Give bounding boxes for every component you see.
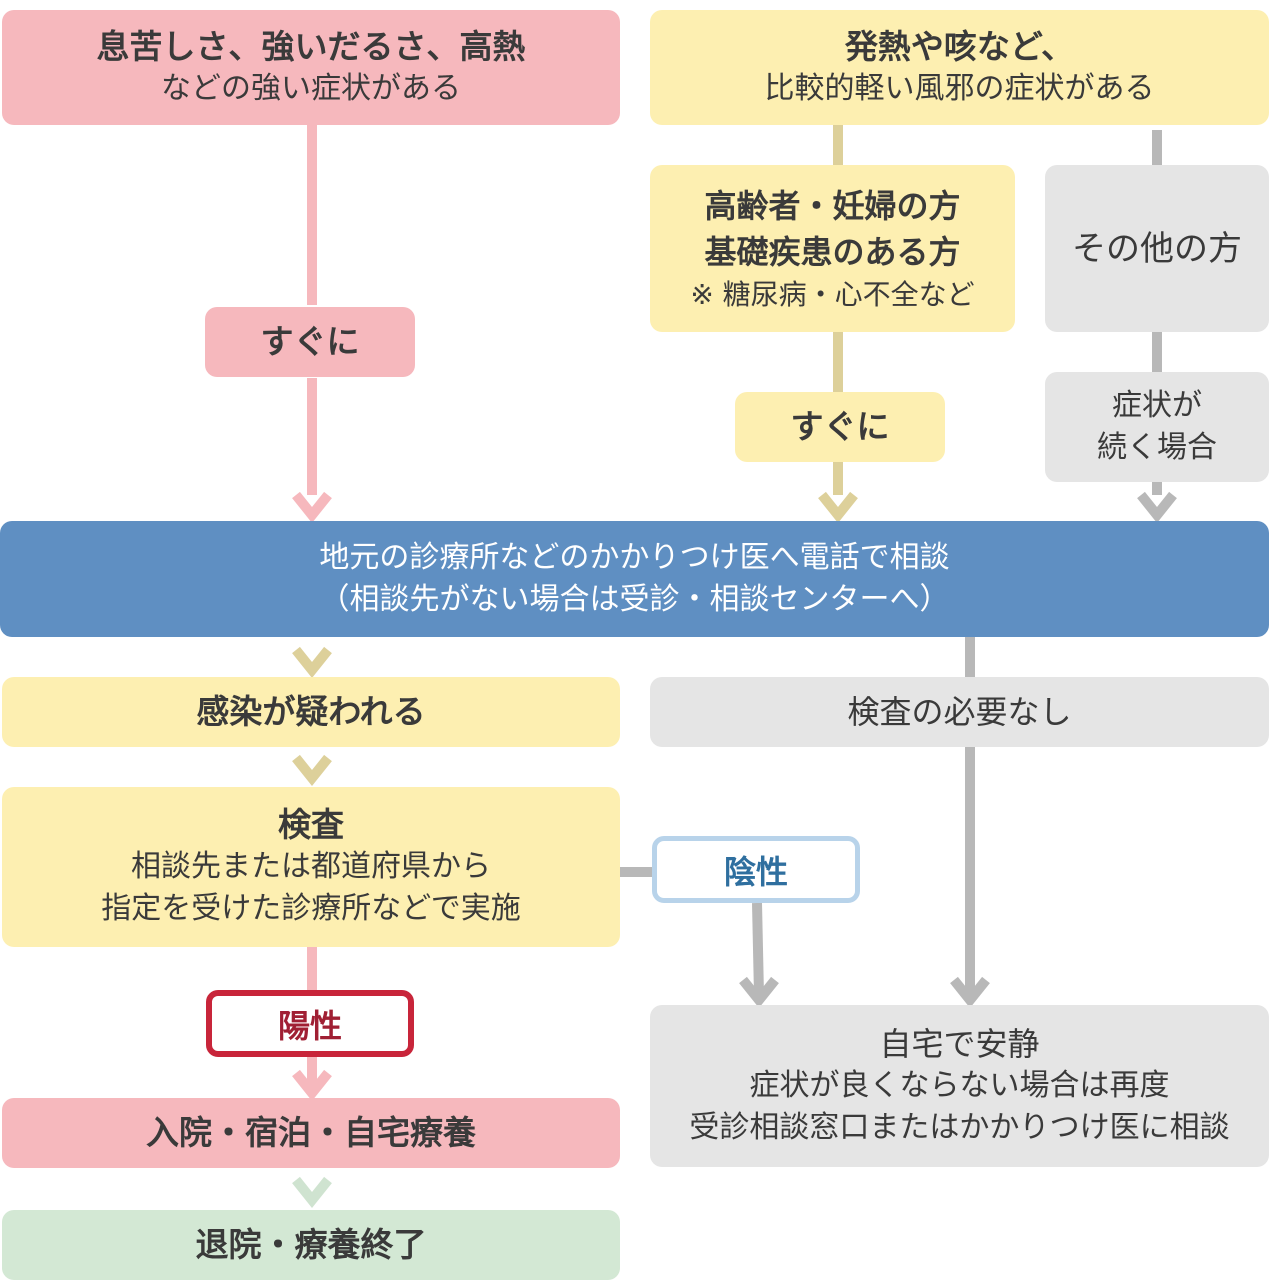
- no-test-needed-box: 検査の必要なし: [650, 677, 1269, 747]
- hospitalization-box: 入院・宿泊・自宅療養: [2, 1098, 620, 1168]
- home-rest-box: 自宅で安静 症状が良くならない場合は再度 受診相談窓口またはかかりつけ医に相談: [650, 1005, 1269, 1167]
- symptoms-continue-box: 症状が 続く場合: [1045, 372, 1269, 482]
- arrow-down-icon: [950, 976, 990, 1009]
- high-risk-line2: 基礎疾患のある方: [704, 232, 961, 271]
- discharge-label: 退院・療養終了: [195, 1225, 427, 1264]
- arrow-down-icon: [292, 646, 332, 679]
- test-title: 検査: [278, 805, 344, 844]
- severe-symptoms-box: 息苦しさ、強いだるさ、高熱 などの強い症状がある: [2, 10, 620, 125]
- positive-tag: 陽性: [206, 990, 414, 1057]
- arrow-down-icon: [292, 1069, 332, 1102]
- discharge-box: 退院・療養終了: [2, 1210, 620, 1280]
- no-test-needed-label: 検査の必要なし: [847, 693, 1072, 731]
- arrow-down-icon: [739, 976, 779, 1009]
- others-label: その他の方: [1072, 228, 1242, 269]
- test-line2: 指定を受けた診療所などで実施: [101, 891, 521, 926]
- high-risk-line1: 高齢者・妊婦の方: [704, 186, 961, 225]
- negative-label: 陰性: [723, 852, 788, 891]
- test-line1: 相談先または都道府県から: [131, 849, 491, 884]
- high-risk-box: 高齢者・妊婦の方 基礎疾患のある方 ※ 糖尿病・心不全など: [650, 165, 1015, 332]
- home-rest-line2: 受診相談窓口またはかかりつけ医に相談: [689, 1110, 1230, 1145]
- connector-negative-to-home: [752, 902, 764, 996]
- symptoms-continue-line1: 症状が: [1112, 388, 1202, 423]
- arrow-down-icon: [818, 491, 858, 524]
- immediately-left-label: すぐに: [260, 322, 360, 361]
- mild-symptoms-subtitle: 比較的軽い風邪の症状がある: [764, 70, 1155, 106]
- severe-symptoms-title: 息苦しさ、強いだるさ、高熱: [96, 26, 526, 66]
- high-risk-note: ※ 糖尿病・心不全など: [690, 277, 975, 311]
- home-rest-title: 自宅で安静: [879, 1025, 1040, 1063]
- immediately-left-tag: すぐに: [205, 307, 415, 377]
- negative-tag: 陰性: [652, 836, 860, 903]
- infection-suspected-label: 感染が疑われる: [196, 692, 426, 731]
- consult-doctor-box: 地元の診療所などのかかりつけ医へ電話で相談 （相談先がない場合は受診・相談センタ…: [0, 521, 1269, 637]
- mild-symptoms-title: 発熱や咳など、: [844, 26, 1075, 66]
- arrow-down-icon: [292, 491, 332, 524]
- others-box: その他の方: [1045, 165, 1269, 332]
- infection-suspected-box: 感染が疑われる: [2, 677, 620, 747]
- positive-label: 陽性: [277, 1006, 342, 1045]
- home-rest-line1: 症状が良くならない場合は再度: [749, 1068, 1170, 1103]
- consult-doctor-title: 地元の診療所などのかかりつけ医へ電話で相談: [319, 540, 950, 575]
- immediately-right-tag: すぐに: [735, 392, 945, 462]
- arrow-down-icon: [1137, 491, 1177, 524]
- arrow-down-icon: [292, 754, 332, 787]
- arrow-down-icon: [292, 1176, 332, 1209]
- consult-doctor-note: （相談先がない場合は受診・相談センターへ）: [319, 582, 950, 617]
- symptoms-continue-line2: 続く場合: [1097, 430, 1217, 465]
- immediately-right-label: すぐに: [790, 407, 890, 446]
- mild-symptoms-box: 発熱や咳など、 比較的軽い風邪の症状がある: [650, 10, 1269, 125]
- severe-symptoms-subtitle: などの強い症状がある: [161, 70, 461, 106]
- test-box: 検査 相談先または都道府県から 指定を受けた診療所などで実施: [2, 787, 620, 947]
- hospitalization-label: 入院・宿泊・自宅療養: [146, 1113, 476, 1152]
